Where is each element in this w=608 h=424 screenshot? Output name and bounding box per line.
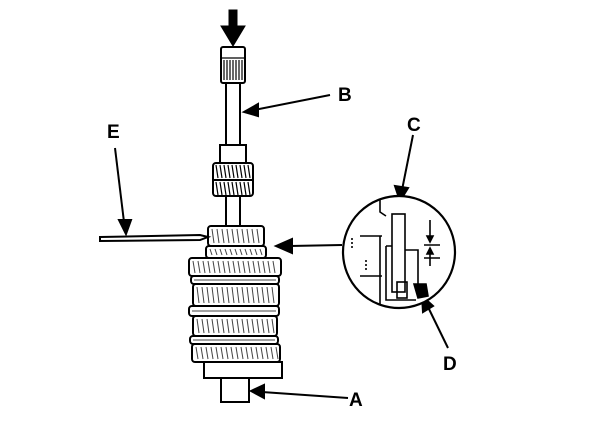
- label-b: B: [338, 85, 352, 106]
- feeler-gauge: [99, 233, 212, 243]
- small-gear-teeth: [215, 164, 251, 196]
- shaft-bottom: [220, 377, 250, 403]
- small-gear: [212, 162, 254, 197]
- detail-inset: [341, 194, 457, 310]
- shaft-collar: [219, 144, 247, 164]
- shaft-mid: [225, 195, 241, 227]
- label-e: E: [107, 122, 120, 143]
- press-arrow: [220, 9, 246, 47]
- gear-stack: [188, 225, 282, 363]
- callout-arrow-a: [261, 391, 349, 399]
- callout-arrow-b: [253, 94, 331, 111]
- lower-hub: [203, 361, 283, 379]
- label-d: D: [443, 354, 457, 375]
- shaft-upper: [225, 82, 241, 146]
- callout-arrow-c: [401, 134, 414, 191]
- label-a: A: [349, 390, 363, 411]
- callout-arrow-inset: [289, 244, 343, 247]
- label-c: C: [407, 115, 421, 136]
- callout-arrow-e: [114, 147, 125, 223]
- spline-lines: [221, 57, 245, 80]
- callout-arrow-d: [427, 306, 449, 349]
